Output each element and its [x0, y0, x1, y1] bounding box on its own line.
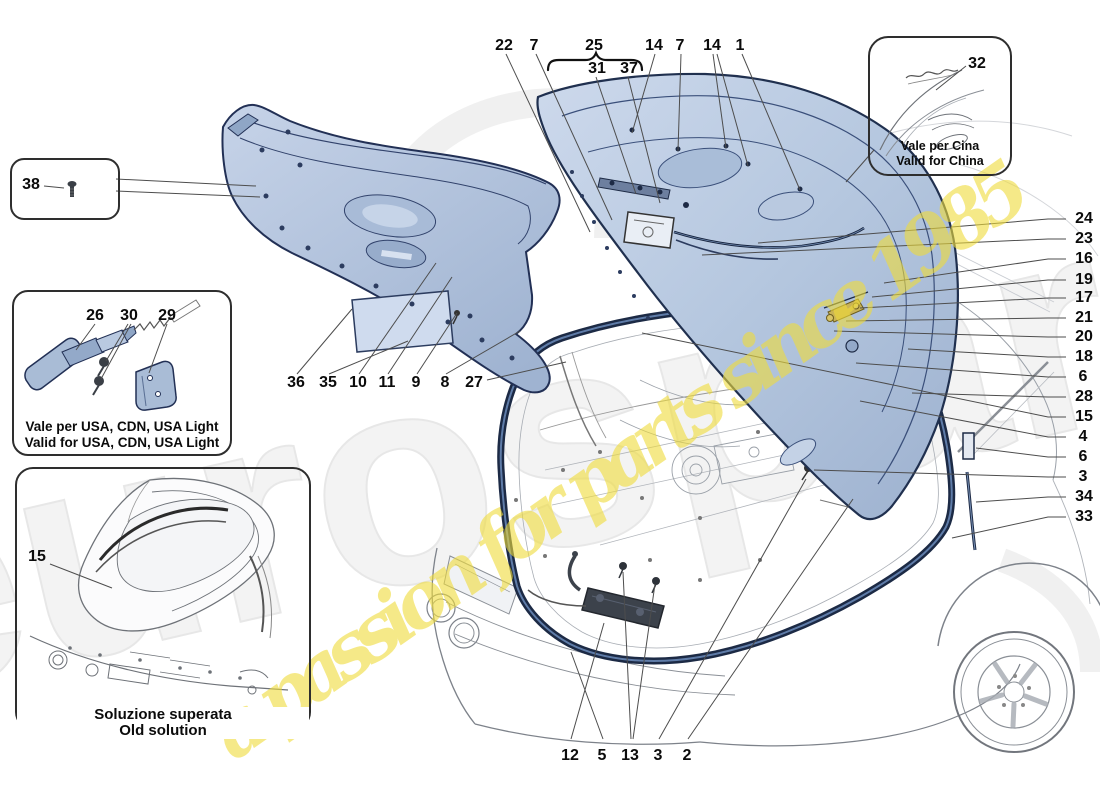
- callout-35: 35: [319, 374, 337, 391]
- callout-14: 14: [645, 37, 663, 54]
- release-bracket: [135, 360, 177, 411]
- callout-25: 25: [585, 37, 603, 54]
- usa-caption: Vale per USA, CDN, USA Light Valid for U…: [14, 419, 230, 451]
- callout-36: 36: [287, 374, 305, 391]
- callout-37: 37: [620, 60, 638, 77]
- seal-retainer-rod: [962, 432, 977, 551]
- california-script-badge: [905, 69, 959, 79]
- callout-13: 13: [621, 747, 639, 764]
- callout-3: 3: [1078, 468, 1088, 485]
- old-solution-caption-en: Old solution: [119, 722, 207, 739]
- lid-latch: [623, 211, 675, 249]
- rear-lid-drawing: [536, 72, 959, 521]
- usa-inset-box: Vale per USA, CDN, USA Light Valid for U…: [12, 290, 232, 456]
- callout-6: 6: [1078, 368, 1088, 385]
- usa-inset-drawing: [24, 299, 201, 411]
- callout-26: 26: [86, 307, 104, 324]
- callout-17: 17: [1075, 289, 1093, 306]
- old-seal: [98, 506, 229, 561]
- group-brace-25: [546, 50, 644, 72]
- callout-33: 33: [1075, 508, 1093, 525]
- lid-inner-trim-panel-drawing: [221, 103, 561, 394]
- callout-7: 7: [675, 37, 685, 54]
- callout-15: 15: [1075, 408, 1093, 425]
- old-solution-inset-drawing: [29, 477, 289, 695]
- callout-24: 24: [1075, 210, 1093, 227]
- china-inset-box: Vale per Cina Valid for China: [868, 36, 1012, 176]
- callout-6: 6: [1078, 448, 1088, 465]
- callout-1: 1: [735, 37, 745, 54]
- callout-7: 7: [529, 37, 539, 54]
- fastener-inset-drawing: [67, 181, 77, 197]
- callout-9: 9: [411, 374, 421, 391]
- old-solution-inset-box: Soluzione superata Old solution: [15, 467, 311, 739]
- callout-leader-lines: [43, 53, 1066, 740]
- callout-19: 19: [1075, 271, 1093, 288]
- callout-34: 34: [1075, 488, 1093, 505]
- callout-22: 22: [495, 37, 513, 54]
- callout-30: 30: [120, 307, 138, 324]
- callout-2: 2: [682, 747, 692, 764]
- callout-14: 14: [703, 37, 721, 54]
- callout-8: 8: [440, 374, 450, 391]
- callout-15: 15: [28, 548, 46, 565]
- callout-28: 28: [1075, 388, 1093, 405]
- old-solution-caption-it: Soluzione superata: [94, 706, 232, 723]
- callout-4: 4: [1078, 428, 1088, 445]
- callout-10: 10: [349, 374, 367, 391]
- callout-18: 18: [1075, 348, 1093, 365]
- usa-caption-it: Vale per USA, CDN, USA Light: [25, 419, 219, 434]
- latch-screws: [618, 562, 660, 594]
- china-caption-en: Valid for China: [896, 154, 984, 168]
- callout-16: 16: [1075, 250, 1093, 267]
- china-caption: Vale per Cina Valid for China: [870, 139, 1010, 169]
- callout-20: 20: [1075, 328, 1093, 345]
- callout-23: 23: [1075, 230, 1093, 247]
- china-caption-it: Vale per Cina: [900, 139, 980, 153]
- callout-29: 29: [158, 307, 176, 324]
- trim-card: [351, 290, 454, 353]
- callout-38: 38: [22, 176, 40, 193]
- china-inset-drawing: [879, 69, 985, 157]
- old-solution-caption: Soluzione superata Old solution: [17, 707, 309, 739]
- callout-12: 12: [561, 747, 579, 764]
- callout-3: 3: [653, 747, 663, 764]
- callout-32: 32: [968, 55, 986, 72]
- callout-11: 11: [378, 374, 396, 391]
- trunk-latch-assembly: [527, 551, 665, 629]
- car-body-drawing: [426, 299, 1100, 753]
- callout-5: 5: [597, 747, 607, 764]
- fastener-inset-box: [10, 158, 120, 220]
- callout-27: 27: [465, 374, 483, 391]
- callout-21: 21: [1075, 309, 1093, 326]
- callout-31: 31: [588, 60, 606, 77]
- usa-caption-en: Valid for USA, CDN, USA Light: [24, 435, 220, 450]
